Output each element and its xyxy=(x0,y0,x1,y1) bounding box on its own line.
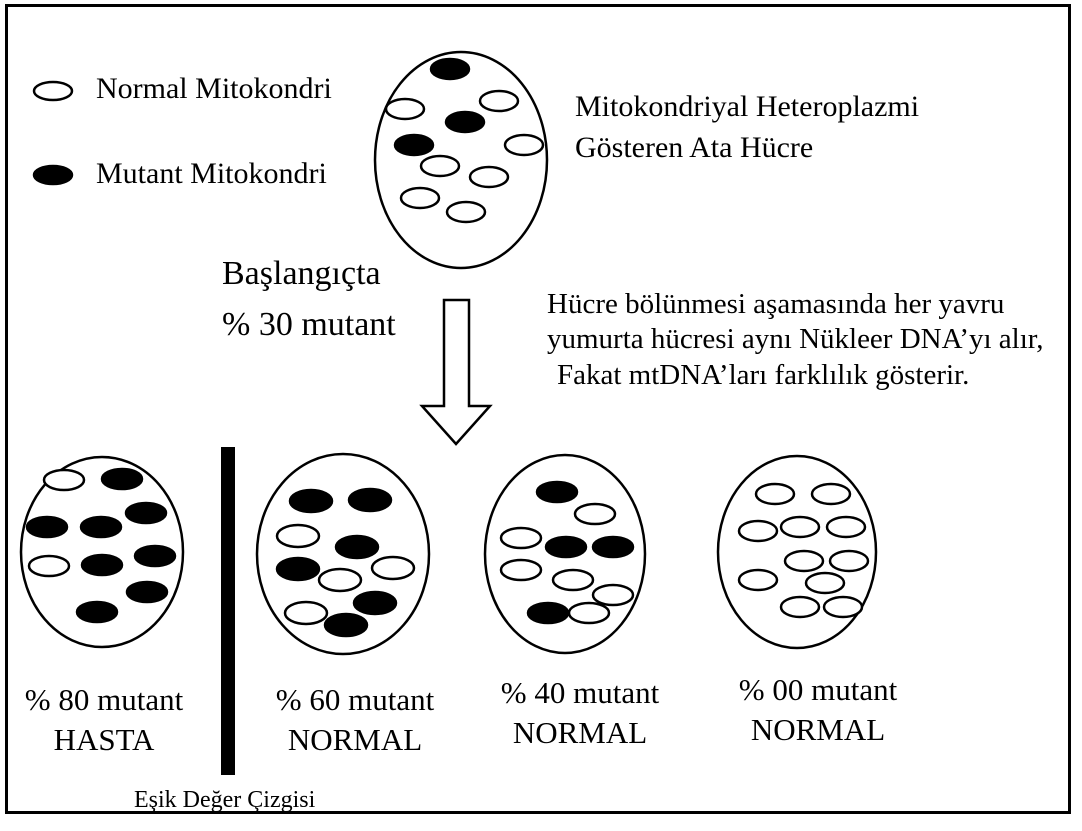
normal-mitochondrion xyxy=(553,570,593,590)
normal-mitochondrion xyxy=(277,525,319,547)
normal-mitochondrion xyxy=(569,603,609,623)
normal-mitochondrion xyxy=(319,569,361,591)
mutant-mitochondrion xyxy=(593,537,633,557)
mutant-mitochondrion xyxy=(537,482,577,502)
legend-mutant-label: Mutant Mitokondri xyxy=(96,157,327,192)
daughter-caption-80: % 80 mutant HASTA xyxy=(14,680,194,761)
mutant-mitochondrion xyxy=(349,489,391,511)
normal-mitochondrion xyxy=(824,597,862,617)
mutant-mitochondrion xyxy=(395,135,433,155)
normal-mitochondrion xyxy=(285,602,327,624)
initial-mutant-caption: Başlangıçta % 30 mutant xyxy=(222,248,396,350)
mutant-mitochondrion xyxy=(127,582,167,602)
normal-mitochondrion xyxy=(812,484,850,504)
normal-mitochondrion xyxy=(830,551,868,571)
daughter-caption-40: % 40 mutant NORMAL xyxy=(490,673,670,754)
division-note-line3: Fakat mtDNA’ları farklılık gösterir. xyxy=(547,358,1044,393)
normal-mitochondrion xyxy=(447,202,485,222)
daughter-status: NORMAL xyxy=(728,710,908,750)
mutant-mitochondrion xyxy=(336,536,378,558)
daughter-percent: % 60 mutant xyxy=(265,680,445,720)
normal-mitochondrion xyxy=(501,528,541,548)
normal-mitochondrion xyxy=(739,521,777,541)
normal-mitochondrion xyxy=(470,167,508,187)
normal-mitochondrion xyxy=(827,517,865,537)
division-arrow-icon xyxy=(422,300,490,444)
normal-mitochondrion xyxy=(806,573,844,593)
mutant-mitochondrion xyxy=(354,592,396,614)
daughter-status: HASTA xyxy=(14,720,194,760)
normal-mitochondrion xyxy=(44,470,84,490)
normal-mitochondrion xyxy=(29,556,69,576)
normal-mitochondrion xyxy=(480,91,518,111)
mutant-mitochondrion xyxy=(546,537,586,557)
daughter-cell-60 xyxy=(257,454,429,654)
division-note: Hücre bölünmesi aşamasında her yavru yum… xyxy=(547,287,1044,393)
normal-mitochondrion xyxy=(575,504,615,524)
mutant-mitochondrion xyxy=(27,517,67,537)
legend-normal-icon xyxy=(34,82,72,100)
mutant-mitochondrion xyxy=(82,555,122,575)
division-note-line2: yumurta hücresi aynı Nükleer DNA’yı alır… xyxy=(547,322,1044,357)
normal-mitochondrion xyxy=(781,517,819,537)
daughter-percent: % 80 mutant xyxy=(14,680,194,720)
normal-mitochondrion xyxy=(401,188,439,208)
daughter-caption-60: % 60 mutant NORMAL xyxy=(265,680,445,761)
mutant-mitochondrion xyxy=(290,490,332,512)
normal-mitochondrion xyxy=(756,484,794,504)
parent-caption-line2: Gösteren Ata Hücre xyxy=(575,127,919,168)
daughter-caption-00: % 00 mutant NORMAL xyxy=(728,670,908,751)
parent-caption-line1: Mitokondriyal Heteroplazmi xyxy=(575,86,919,127)
initial-line2: % 30 mutant xyxy=(222,299,396,350)
daughter-cell-00 xyxy=(718,456,876,648)
normal-mitochondrion xyxy=(372,557,414,579)
mutant-mitochondrion xyxy=(126,503,166,523)
normal-mitochondrion xyxy=(386,99,424,119)
threshold-label: Eşik Değer Çizgisi xyxy=(134,787,315,815)
daughter-percent: % 00 mutant xyxy=(728,670,908,710)
mutant-mitochondrion xyxy=(325,614,367,636)
daughter-percent: % 40 mutant xyxy=(490,673,670,713)
mutant-mitochondrion xyxy=(102,469,142,489)
daughter-cell-80 xyxy=(21,457,183,647)
threshold-line xyxy=(221,447,235,775)
mutant-mitochondrion xyxy=(446,112,484,132)
normal-mitochondrion xyxy=(501,560,541,580)
normal-mitochondrion xyxy=(421,156,459,176)
legend-mutant-icon xyxy=(34,166,72,184)
mutant-mitochondrion xyxy=(77,602,117,622)
parent-cell xyxy=(375,52,547,268)
daughter-cell-40 xyxy=(485,455,645,653)
normal-mitochondrion xyxy=(739,570,777,590)
legend-normal-label: Normal Mitokondri xyxy=(96,72,332,107)
mutant-mitochondrion xyxy=(528,603,568,623)
normal-mitochondrion xyxy=(781,597,819,617)
normal-mitochondrion xyxy=(505,135,543,155)
daughter-status: NORMAL xyxy=(265,720,445,760)
mutant-mitochondrion xyxy=(81,517,121,537)
mutant-mitochondrion xyxy=(135,546,175,566)
normal-mitochondrion xyxy=(593,585,633,605)
parent-cell-caption: Mitokondriyal Heteroplazmi Gösteren Ata … xyxy=(575,86,919,169)
initial-line1: Başlangıçta xyxy=(222,248,396,299)
daughter-status: NORMAL xyxy=(490,713,670,753)
mutant-mitochondrion xyxy=(431,59,469,79)
mutant-mitochondrion xyxy=(277,558,319,580)
division-note-line1: Hücre bölünmesi aşamasında her yavru xyxy=(547,287,1044,322)
normal-mitochondrion xyxy=(785,551,823,571)
